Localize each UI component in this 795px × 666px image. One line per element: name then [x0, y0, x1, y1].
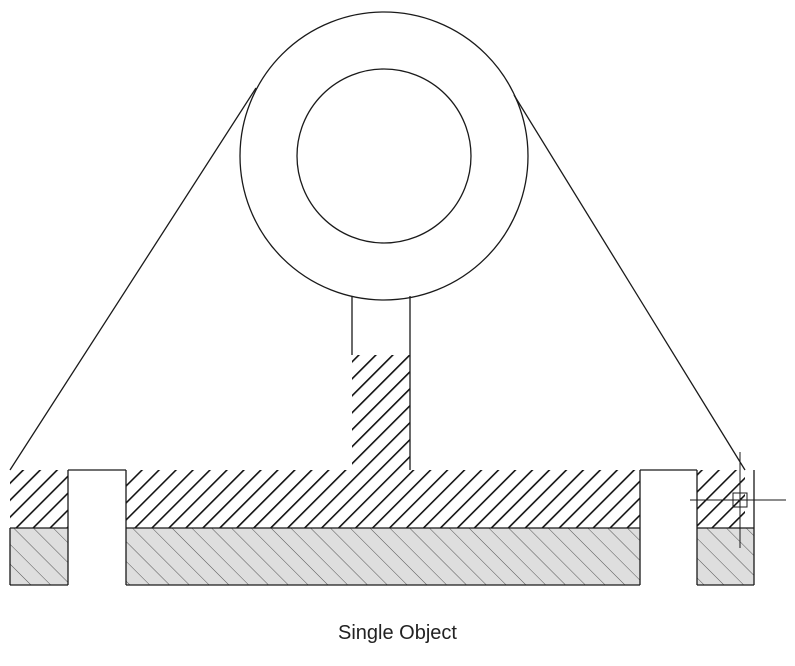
upper-slab-hatch-middle — [126, 470, 640, 528]
base-hatch — [10, 528, 754, 585]
crosshair-cursor-icon — [690, 452, 786, 548]
upper-slab-hatch-left — [10, 470, 68, 528]
upper-slab-hatch-right — [697, 470, 745, 528]
inner-circle[interactable] — [296, 68, 472, 244]
figure-caption: Single Object — [338, 622, 457, 644]
left-side-line[interactable] — [9, 87, 257, 471]
outline — [9, 11, 755, 586]
stem-hatch — [352, 355, 410, 470]
right-side-line[interactable] — [513, 94, 746, 471]
outer-circle[interactable] — [239, 11, 529, 301]
